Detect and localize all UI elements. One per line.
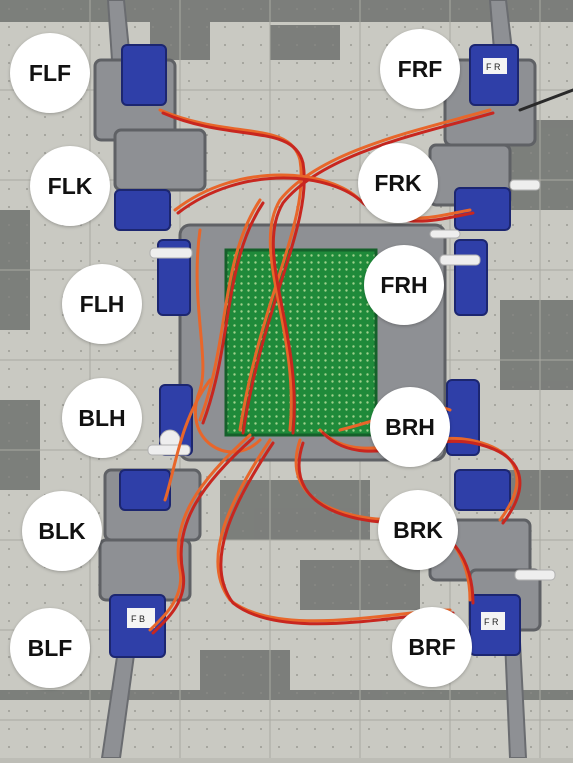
label-brh: BRH: [370, 387, 450, 467]
label-brf: BRF: [392, 607, 472, 687]
servo-stickers: F R F B F R: [127, 58, 507, 630]
pcb-board: [224, 248, 378, 437]
label-blh: BLH: [62, 378, 142, 458]
label-blf: BLF: [10, 608, 90, 688]
label-brk: BRK: [378, 490, 458, 570]
servo-tag-blf: F B: [131, 614, 145, 624]
label-flf: FLF: [10, 33, 90, 113]
label-frk: FRK: [358, 143, 438, 223]
label-blk: BLK: [22, 491, 102, 571]
label-flh: FLH: [62, 264, 142, 344]
label-flk: FLK: [30, 146, 110, 226]
label-frh: FRH: [364, 245, 444, 325]
label-frf: FRF: [380, 29, 460, 109]
servo-tag-brf: F R: [484, 617, 499, 627]
servo-tag-frf: F R: [486, 62, 501, 72]
